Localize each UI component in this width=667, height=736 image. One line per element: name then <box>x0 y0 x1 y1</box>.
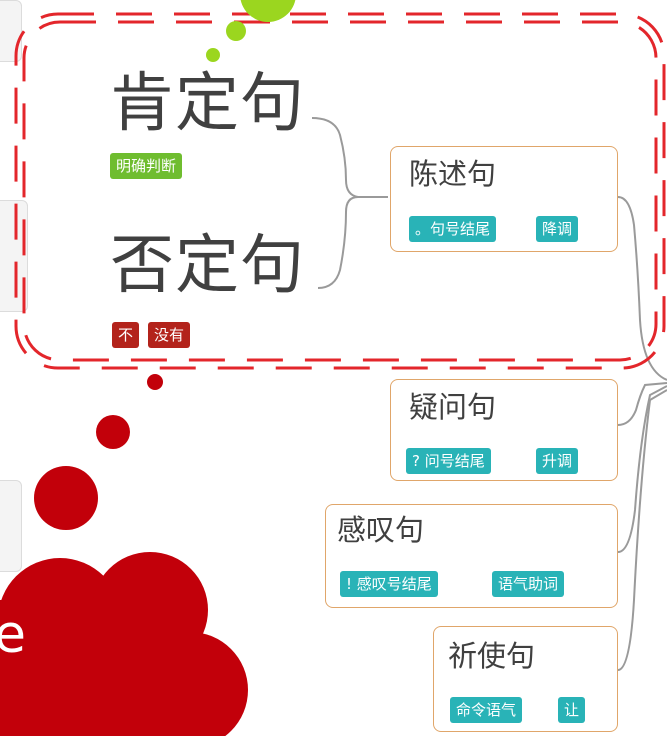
tag-rising-tone: 升调 <box>536 448 579 474</box>
connector-negative <box>317 196 359 289</box>
lime-bubble-small <box>206 48 220 62</box>
node-exclamatory-title: 感叹句 <box>337 513 425 547</box>
connector-declarative <box>617 196 667 381</box>
tag-command-tone: 命令语气 <box>450 697 523 723</box>
tag-falling-tone: 降调 <box>536 216 579 242</box>
background-panel <box>0 480 22 572</box>
dashed-frame-inner <box>22 20 658 362</box>
red-cloud <box>0 552 248 736</box>
tag-rang: 让 <box>558 697 586 723</box>
tag-question-ending: ? 问号结尾 <box>406 448 491 474</box>
node-declarative-title: 陈述句 <box>409 157 497 191</box>
dashed-frame-outer <box>14 12 666 370</box>
red-bubble-medium <box>34 466 98 530</box>
tag-meiyou: 没有 <box>148 322 191 348</box>
negative-title: 否定句 <box>110 229 305 303</box>
connector-interrogative <box>617 382 667 426</box>
lime-bubble-medium <box>226 21 246 41</box>
tag-bu: 不 <box>112 322 140 348</box>
tag-clear-judgment: 明确判断 <box>110 153 183 179</box>
connector-imperative <box>617 389 667 671</box>
connector-exclamatory <box>617 385 667 553</box>
affirmative-title: 肯定句 <box>110 67 305 141</box>
lime-bubble-large <box>240 0 296 22</box>
tag-modal-particle: 语气助词 <box>492 571 565 597</box>
cloud-glyph-icon: e <box>0 605 26 665</box>
red-bubble-tiny <box>147 374 163 390</box>
connector-affirmative <box>311 117 388 198</box>
tag-period-ending: 。句号结尾 <box>409 216 497 242</box>
node-interrogative-title: 疑问句 <box>409 390 497 424</box>
node-imperative-title: 祈使句 <box>448 639 536 673</box>
connector-lines <box>311 117 667 671</box>
red-bubble-small <box>96 415 130 449</box>
tag-exclamation-ending: ! 感叹号结尾 <box>340 571 438 597</box>
